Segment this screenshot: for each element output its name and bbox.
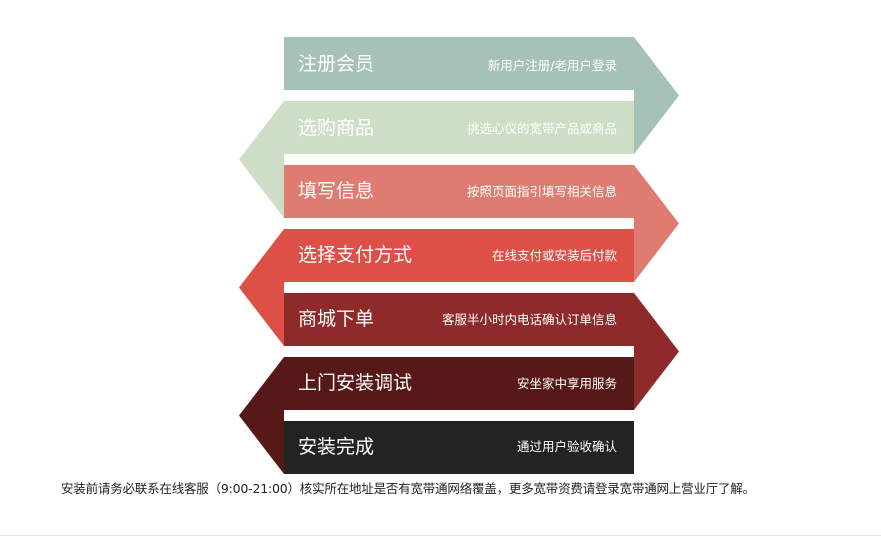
step-arrow-7 xyxy=(284,421,634,474)
step-desc-6: 安坐家中享用服务 xyxy=(516,376,617,391)
step-title-7: 安装完成 xyxy=(298,436,375,458)
step-arrow-4 xyxy=(239,229,634,346)
step-arrow-5 xyxy=(284,293,679,410)
step-title-6: 上门安装调试 xyxy=(298,372,413,394)
bottom-divider xyxy=(0,535,881,536)
step-title-5: 商城下单 xyxy=(298,308,375,330)
step-desc-1: 新用户注册/老用户登录 xyxy=(487,58,617,73)
step-arrow-3 xyxy=(284,165,679,282)
step-desc-5: 客服半小时内电话确认订单信息 xyxy=(441,312,617,327)
step-desc-4: 在线支付或安装后付款 xyxy=(491,248,617,263)
step-title-4: 选择支付方式 xyxy=(298,244,413,266)
step-arrow-1 xyxy=(284,37,679,154)
step-arrow-2 xyxy=(239,101,634,218)
step-title-3: 填写信息 xyxy=(298,180,375,202)
footer-note: 安装前请务必联系在线客服（9:00-21:00）核实所在地址是否有宽带通网络覆盖… xyxy=(61,481,755,496)
step-arrow-6 xyxy=(239,357,634,474)
step-title-1: 注册会员 xyxy=(298,53,375,75)
step-title-2: 选购商品 xyxy=(298,117,375,139)
step-desc-2: 挑选心仪的宽带产品或商品 xyxy=(466,121,617,136)
step-desc-7: 通过用户验收确认 xyxy=(516,439,617,454)
step-desc-3: 按照页面指引填写相关信息 xyxy=(466,184,617,199)
